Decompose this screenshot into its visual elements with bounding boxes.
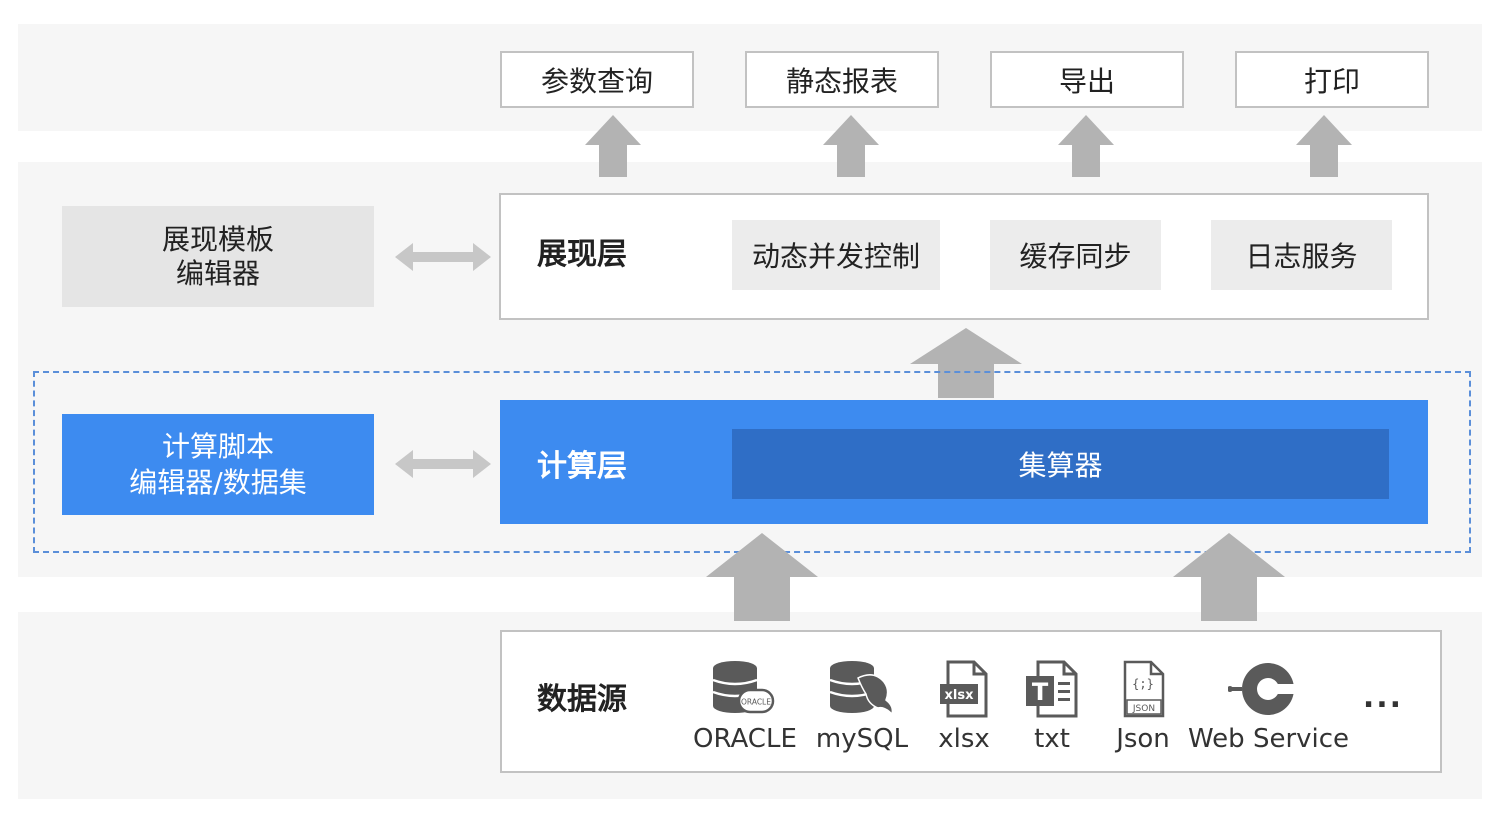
compute-editor-line1: 计算脚本 bbox=[161, 429, 274, 463]
feature-log-service-label: 日志服务 bbox=[1245, 240, 1358, 273]
source-label-mysql: mySQL bbox=[815, 724, 909, 754]
output-export-label: 导出 bbox=[1058, 64, 1115, 98]
datasource-layer-title: 数据源 bbox=[537, 682, 627, 717]
source-label-txt: txt bbox=[1034, 724, 1070, 754]
web-service-icon bbox=[1228, 663, 1298, 715]
output-print-label: 打印 bbox=[1303, 64, 1360, 98]
json-icon-braces: {;} bbox=[1132, 677, 1154, 691]
output-query-box: 参数查询 bbox=[500, 51, 694, 108]
up-arrow-icon bbox=[1296, 115, 1352, 177]
oracle-icon-text: ORACLE bbox=[741, 698, 771, 707]
source-xlsx: xlsx xlsx bbox=[924, 660, 1004, 754]
source-oracle: ORACLE ORACLE bbox=[693, 660, 797, 754]
source-json: {;} JSON Json bbox=[1103, 660, 1183, 754]
source-mysql: mySQL bbox=[812, 660, 912, 754]
compute-script-editor-box: 计算脚本 编辑器/数据集 bbox=[62, 414, 374, 515]
engine-box: 集算器 bbox=[732, 429, 1389, 499]
source-label-json: Json bbox=[1116, 724, 1170, 754]
compute-editor-line2: 编辑器/数据集 bbox=[129, 465, 307, 499]
feature-log-service-chip: 日志服务 bbox=[1211, 220, 1392, 290]
txt-icon-text: T bbox=[1032, 678, 1049, 706]
double-arrow-icon bbox=[395, 243, 491, 271]
presentation-editor-line1: 展现模板 bbox=[161, 222, 274, 256]
source-web-service: Web Service bbox=[1188, 660, 1350, 754]
feature-concurrency-chip: 动态并发控制 bbox=[732, 220, 940, 290]
feature-cache-sync-label: 缓存同步 bbox=[1019, 240, 1132, 273]
json-file-icon: {;} JSON bbox=[1123, 660, 1165, 718]
up-arrow-icon bbox=[706, 533, 818, 621]
presentation-layer-title: 展现层 bbox=[537, 237, 627, 272]
xlsx-icon-text: xlsx bbox=[945, 688, 975, 703]
json-icon-text: JSON bbox=[1132, 704, 1155, 714]
up-arrow-icon bbox=[585, 115, 641, 177]
more-ellipsis: ... bbox=[1362, 680, 1404, 715]
output-print-box: 打印 bbox=[1235, 51, 1429, 108]
up-arrow-icon bbox=[1058, 115, 1114, 177]
source-more: ... bbox=[1358, 680, 1408, 715]
presentation-editor-line2: 编辑器 bbox=[175, 256, 260, 290]
source-label-xlsx: xlsx bbox=[938, 724, 990, 754]
source-label-oracle: ORACLE bbox=[693, 724, 797, 754]
up-arrow-icon bbox=[910, 328, 1022, 398]
compute-layer-title: 计算层 bbox=[537, 449, 627, 484]
xlsx-file-icon: xlsx bbox=[940, 660, 988, 718]
output-query-label: 参数查询 bbox=[540, 64, 653, 98]
presentation-template-editor-box: 展现模板 编辑器 bbox=[62, 206, 374, 307]
feature-cache-sync-chip: 缓存同步 bbox=[990, 220, 1161, 290]
output-static-report-box: 静态报表 bbox=[745, 51, 939, 108]
oracle-database-icon: ORACLE bbox=[712, 661, 775, 714]
source-label-web-service: Web Service bbox=[1188, 724, 1350, 754]
engine-label: 集算器 bbox=[1018, 449, 1103, 482]
output-static-report-label: 静态报表 bbox=[785, 64, 898, 98]
up-arrow-icon bbox=[1173, 533, 1285, 621]
mysql-database-icon bbox=[829, 661, 894, 716]
feature-concurrency-label: 动态并发控制 bbox=[751, 240, 920, 273]
double-arrow-icon bbox=[395, 450, 491, 478]
txt-file-icon: T bbox=[1026, 660, 1078, 718]
source-txt: T txt bbox=[1012, 660, 1092, 754]
up-arrow-icon bbox=[823, 115, 879, 177]
output-export-box: 导出 bbox=[990, 51, 1184, 108]
